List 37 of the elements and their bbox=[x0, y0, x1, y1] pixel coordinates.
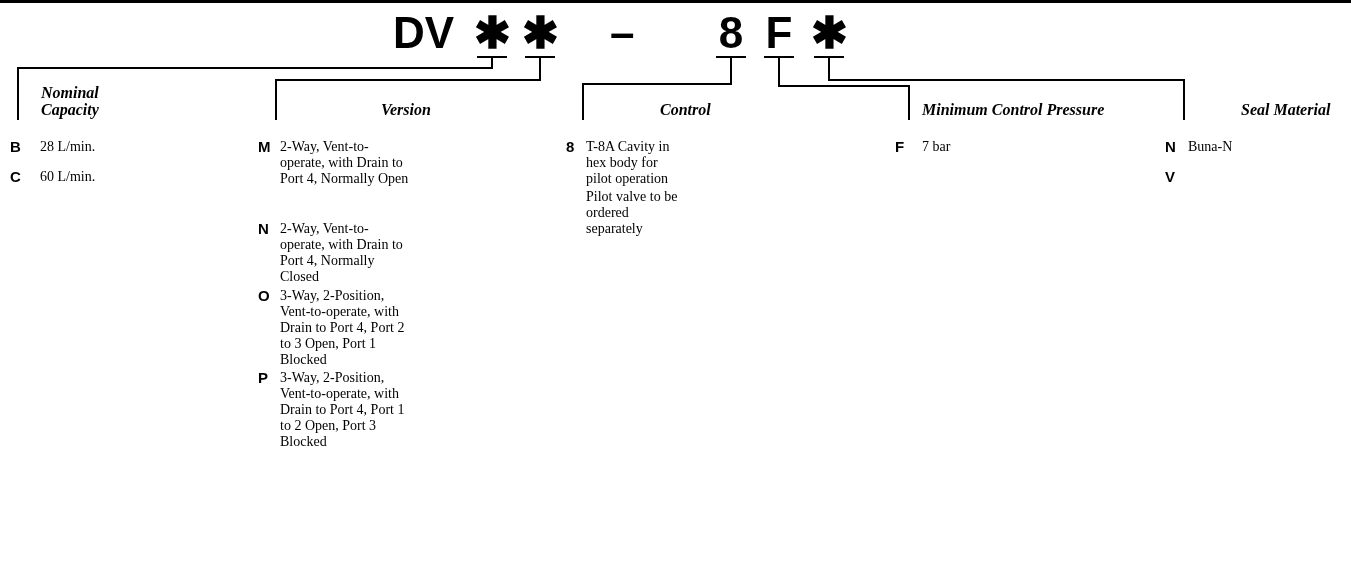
option-description: 60 L/min. bbox=[40, 169, 97, 185]
column-heading: Seal Material bbox=[1183, 92, 1348, 120]
code-character: F bbox=[764, 12, 794, 58]
option-code: O bbox=[258, 288, 270, 304]
code-character: ✱ bbox=[814, 12, 844, 58]
option-description: 3-Way, 2-Position, Vent-to-operate, with Drain to Port 4, Port 1 to 2 Open, Port 3 Blocked bbox=[280, 370, 406, 450]
code-character: DV bbox=[393, 12, 455, 58]
option-description: 3-Way, 2-Position, Vent-to-operate, with Drain to Port 4, Port 2 to 3 Open, Port 1 Blocked bbox=[280, 288, 406, 368]
connector-line bbox=[828, 57, 1185, 93]
connector-line bbox=[17, 57, 493, 81]
option-code: M bbox=[258, 139, 271, 155]
option-description: 2-Way, Vent-to-operate, with Drain to Port 4, Normally Open bbox=[280, 139, 410, 187]
column-heading: Version bbox=[275, 92, 565, 120]
option-description: T-8A Cavity in hex body for pilot operation bbox=[586, 139, 671, 187]
connector-line bbox=[778, 57, 910, 99]
option-description: Buna-N bbox=[1188, 139, 1234, 155]
column-heading: Nominal Capacity bbox=[17, 80, 247, 120]
code-character: – bbox=[610, 12, 635, 58]
column-heading: Control bbox=[582, 96, 882, 120]
option-description: 7 bar bbox=[922, 139, 952, 155]
option-code: N bbox=[258, 221, 269, 237]
code-character: ✱ bbox=[525, 12, 555, 58]
option-code: C bbox=[10, 169, 21, 185]
option-code: F bbox=[895, 139, 905, 155]
connector-line bbox=[275, 57, 541, 93]
option-code: B bbox=[10, 139, 21, 155]
option-description: Pilot valve to be ordered separately bbox=[586, 189, 678, 237]
connector-line bbox=[582, 57, 732, 97]
option-description: 28 L/min. bbox=[40, 139, 97, 155]
option-code: P bbox=[258, 370, 268, 386]
column-heading: Minimum Control Pressure bbox=[908, 98, 1176, 120]
code-character: ✱ bbox=[477, 12, 507, 58]
option-description: 2-Way, Vent-to-operate, with Drain to Port 4, Normally Closed bbox=[280, 221, 404, 285]
option-code: 8 bbox=[566, 139, 575, 155]
code-character: 8 bbox=[716, 12, 746, 58]
option-code: V bbox=[1165, 169, 1175, 185]
option-code: N bbox=[1165, 139, 1176, 155]
